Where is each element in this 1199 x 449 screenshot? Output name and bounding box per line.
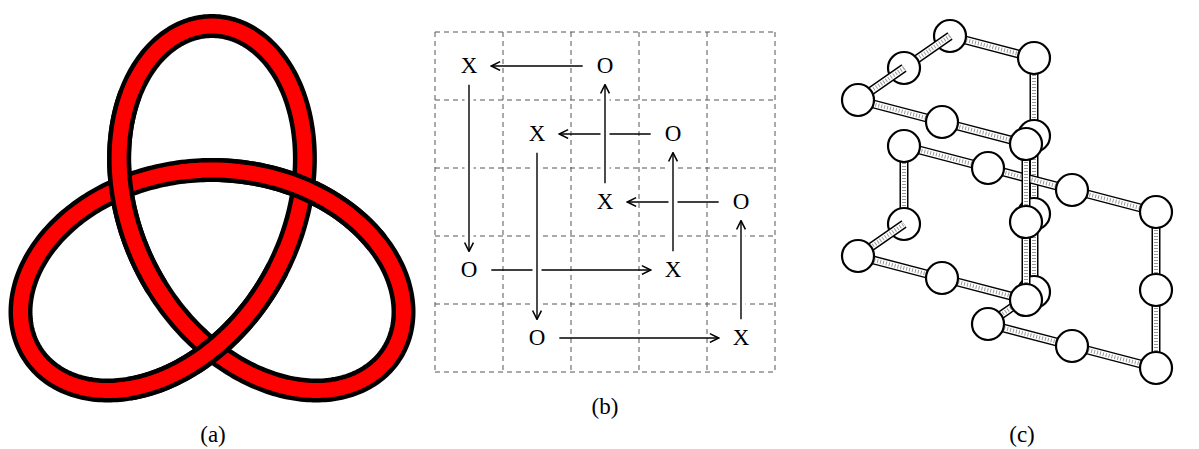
arrow-connector <box>491 269 650 270</box>
grid-lines <box>435 32 775 372</box>
grid-line <box>503 32 504 372</box>
marker-letter: O <box>665 121 682 146</box>
atom-ball <box>1056 330 1088 362</box>
knot-outline <box>129 269 278 389</box>
arrow-line <box>536 153 537 320</box>
panel-label: (a) <box>200 422 226 447</box>
atom-ball <box>1140 352 1172 384</box>
grid-line <box>435 304 775 305</box>
knot-tube <box>119 79 168 304</box>
grid-line <box>571 32 572 372</box>
crossing-gap <box>465 85 474 252</box>
atom-ball <box>842 240 874 272</box>
knot-outline <box>20 26 403 391</box>
marker-letter: X <box>529 121 546 146</box>
knot-tube <box>113 249 287 390</box>
atom-ball <box>842 84 874 116</box>
arrow-line <box>491 269 650 270</box>
grid-line <box>435 236 775 237</box>
knot-tube <box>181 170 387 256</box>
arrow-connector <box>559 337 718 338</box>
atom-ball <box>926 262 958 294</box>
grid-marker: X <box>651 251 696 288</box>
atom-ball <box>972 308 1004 340</box>
arrow-line <box>740 221 741 320</box>
grid-arrows <box>469 66 741 338</box>
atom-ball <box>1056 174 1088 206</box>
crossing-gap <box>601 85 610 184</box>
arrow-line <box>672 153 673 252</box>
atom-ball <box>888 130 920 162</box>
grid-marker: O <box>515 319 560 356</box>
knot-tube <box>20 26 403 391</box>
grid-marker: O <box>447 251 492 288</box>
panel-label: (b) <box>592 394 619 419</box>
arrow-line <box>604 85 605 184</box>
crossing-gap <box>559 337 718 338</box>
marker-letter: X <box>597 189 614 214</box>
crossing-gap <box>491 269 650 270</box>
grid-marker: O <box>719 183 764 220</box>
atom-ball <box>1010 206 1042 238</box>
marker-letter: X <box>461 53 478 78</box>
atom-ball <box>1140 196 1172 228</box>
arrow-connector <box>741 221 742 320</box>
atom-ball <box>972 152 1004 184</box>
grid-marker: X <box>515 115 560 152</box>
crossing-gap <box>737 221 746 320</box>
grid-line <box>435 372 775 373</box>
marker-letter: X <box>665 257 682 282</box>
arrow-line <box>559 337 718 338</box>
arrow-connector <box>469 85 470 252</box>
arrow-connector <box>537 153 538 320</box>
grid-marker: X <box>719 319 764 356</box>
grid-marker: X <box>583 183 628 220</box>
panel-label: (c) <box>1009 422 1035 447</box>
atom-ball <box>1140 274 1172 306</box>
atom-ball <box>926 106 958 138</box>
grid-line <box>775 32 776 372</box>
grid-line <box>435 32 436 372</box>
lattice-knot <box>842 20 1172 384</box>
grid-marker: O <box>651 115 696 152</box>
trefoil-knot <box>20 26 403 391</box>
arrow-connector <box>605 85 606 184</box>
marker-letter: O <box>733 189 750 214</box>
crossing-gap <box>491 65 582 66</box>
grid-line <box>435 32 775 33</box>
grid-marker: O <box>583 47 628 84</box>
atom-ball <box>1010 284 1042 316</box>
arrow-line <box>468 85 469 252</box>
atom-ball <box>1018 42 1050 74</box>
marker-letter: O <box>597 53 614 78</box>
marker-letter: X <box>733 325 750 350</box>
marker-letter: O <box>461 257 478 282</box>
arrow-connector <box>673 153 674 252</box>
arrow-connector <box>491 65 582 66</box>
grid-marker: X <box>447 47 492 84</box>
atom-ball <box>1010 128 1042 160</box>
arrow-line <box>491 65 582 66</box>
crossing-gap <box>533 153 542 320</box>
marker-letter: O <box>529 325 546 350</box>
crossing-gap <box>669 153 678 252</box>
